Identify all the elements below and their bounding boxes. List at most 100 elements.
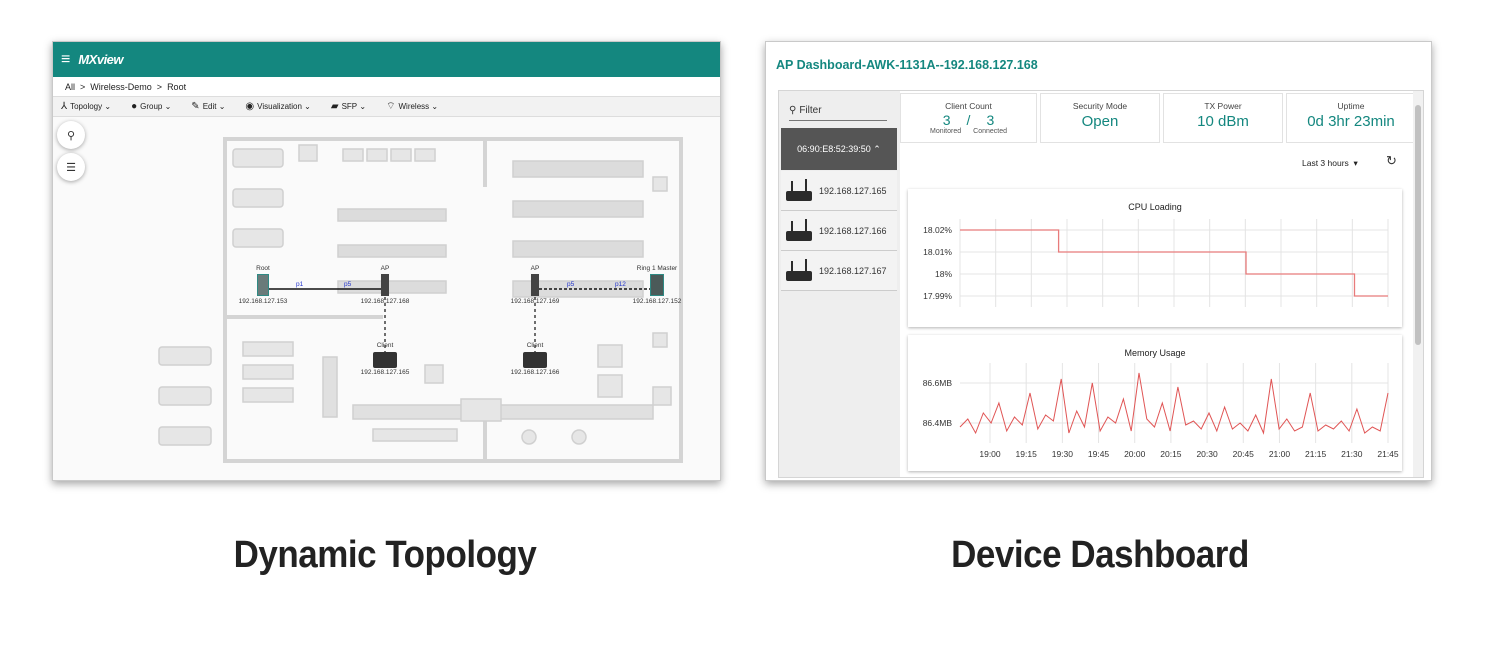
app-header: ≡ MXview (53, 42, 720, 77)
memory-series-line (959, 372, 1389, 435)
access-point-icon (531, 274, 539, 296)
dashboard-main: Client Count 3 / 3 Monitored Connected S… (900, 91, 1423, 477)
chevron-down-icon: ⌄ (359, 102, 367, 111)
list-item[interactable]: 192.168.127.166 (781, 211, 897, 251)
topology-canvas[interactable]: ⚲ ☰ Root 192.168.127.153 AP 192.168.127.… (53, 117, 720, 480)
monitored-count: 3 (942, 112, 951, 128)
search-button[interactable]: ⚲ (57, 121, 85, 149)
breadcrumb-all[interactable]: All (65, 81, 76, 92)
breadcrumb-root[interactable]: Root (167, 81, 187, 92)
refresh-icon[interactable]: ↻ (1386, 153, 1397, 168)
toolbar-edit[interactable]: ✎Edit ⌄ (191, 101, 225, 112)
x-tick-label: 21:15 (1305, 449, 1327, 459)
chart-title: Memory Usage (1124, 348, 1186, 358)
filter-settings-button[interactable]: ☰ (57, 153, 85, 181)
x-tick-label: 20:00 (1124, 449, 1146, 459)
node-ip: 192.168.127.153 (238, 298, 288, 305)
toolbar-label: Visualization (257, 102, 302, 111)
node-label: AP (380, 265, 390, 272)
chevron-down-icon: ⌄ (304, 102, 311, 111)
stat-tx-power: TX Power 10 dBm (1163, 93, 1283, 143)
list-item[interactable]: 192.168.127.167 (781, 251, 897, 291)
stat-uptime: Uptime 0d 3hr 23min (1286, 93, 1416, 143)
y-tick-label: 18.02% (923, 225, 952, 235)
access-point-icon (381, 274, 389, 296)
x-tick-label: 20:30 (1196, 449, 1218, 459)
breadcrumb-wireless-demo[interactable]: Wireless-Demo (90, 81, 152, 92)
x-tick-label: 19:30 (1052, 449, 1074, 459)
search-icon: ⚲ (66, 129, 76, 142)
list-item[interactable]: 192.168.127.165 (781, 171, 897, 211)
mac-group-header[interactable]: 06:90:E8:52:39:50 ⌃ (781, 128, 897, 170)
stat-security-mode: Security Mode Open (1040, 93, 1160, 143)
group-icon: ● (131, 101, 138, 112)
node-label: Root (256, 265, 270, 272)
node-client2[interactable]: Client 192.168.127.166 (505, 342, 565, 376)
node-ip: 192.168.127.165 (360, 369, 410, 376)
filter-placeholder: Filter (799, 105, 822, 116)
breadcrumb: All > Wireless-Demo > Root (53, 77, 720, 96)
client-list-panel: ⚲ Filter 06:90:E8:52:39:50 ⌃ 192.168.127… (779, 91, 899, 477)
wireless-client-icon (523, 352, 547, 368)
node-ip: 192.168.127.152 (632, 298, 682, 305)
node-ap2[interactable]: AP 192.168.127.169 (505, 265, 565, 305)
stat-value: Open (1081, 113, 1119, 130)
sliders-icon: ☰ (66, 161, 76, 174)
port-label: p12 (615, 281, 626, 288)
node-ring-master[interactable]: Ring 1 Master 192.168.127.152 (625, 265, 689, 305)
stat-client-count: Client Count 3 / 3 Monitored Connected (900, 93, 1037, 143)
y-tick-label: 18% (935, 269, 952, 279)
client-ip: 192.168.127.167 (819, 265, 887, 276)
caption-dynamic-topology: Dynamic Topology (233, 534, 537, 576)
stat-value: 10 dBm (1197, 113, 1249, 130)
toolbar-label: SFP (341, 102, 358, 111)
node-label: Client (526, 342, 544, 349)
topology-icon: ⅄ (61, 101, 68, 112)
topology-toolbar: ⅄Topology ⌄ ●Group ⌄ ✎Edit ⌄ ◉Visualizat… (53, 96, 720, 117)
filter-input[interactable]: ⚲ Filter (789, 101, 887, 121)
x-tick-label: 19:15 (1016, 449, 1038, 459)
toolbar-wireless[interactable]: ⌔Wireless ⌄ (386, 100, 438, 113)
node-ap1[interactable]: AP 192.168.127.168 (355, 265, 415, 305)
monitored-label: Monitored (930, 128, 962, 135)
port-label: p1 (296, 281, 304, 288)
scrollbar-thumb[interactable] (1415, 105, 1421, 345)
toolbar-label: Edit (202, 102, 217, 111)
wireless-device-icon (786, 258, 812, 281)
node-root[interactable]: Root 192.168.127.153 (233, 265, 293, 305)
pencil-icon: ✎ (191, 101, 200, 112)
caption-device-dashboard: Device Dashboard (951, 534, 1249, 576)
y-tick-label: 17.99% (923, 291, 952, 301)
switch-icon (257, 274, 269, 296)
toolbar-group[interactable]: ●Group ⌄ (131, 101, 171, 112)
toolbar-label: Wireless (398, 102, 430, 111)
port-label: p5 (344, 281, 352, 288)
scrollbar[interactable] (1413, 91, 1423, 477)
cpu-series-line (960, 229, 1388, 297)
eye-icon: ◉ (245, 101, 255, 112)
breadcrumb-separator: > (156, 81, 163, 92)
time-range-select[interactable]: Last 3 hours ▾ (1302, 158, 1358, 169)
menu-icon[interactable]: ≡ (61, 50, 71, 68)
chevron-up-icon: ⌃ (873, 143, 881, 154)
y-tick-label: 86.6MB (923, 378, 953, 388)
chevron-down-icon: ⌄ (431, 102, 439, 111)
chevron-down-icon: ⌄ (104, 102, 112, 111)
node-ip: 192.168.127.166 (510, 369, 560, 376)
toolbar-topology[interactable]: ⅄Topology ⌄ (61, 101, 111, 112)
x-tick-label: 19:45 (1088, 449, 1110, 459)
stat-label: Client Count (945, 101, 992, 111)
toolbar-sfp[interactable]: ▰SFP ⌄ (331, 101, 366, 112)
node-label: AP (530, 265, 540, 272)
toolbar-visualization[interactable]: ◉Visualization ⌄ (245, 101, 310, 112)
stat-label: Security Mode (1072, 101, 1128, 111)
node-ip: 192.168.127.168 (360, 298, 410, 305)
node-client1[interactable]: Client 192.168.127.165 (355, 342, 415, 376)
x-tick-label: 19:00 (979, 449, 1001, 459)
x-tick-label: 21:30 (1341, 449, 1363, 459)
node-label: Client (376, 342, 394, 349)
toolbar-label: Group (140, 102, 163, 111)
breadcrumb-separator: > (80, 81, 86, 92)
toolbar-label: Topology (70, 102, 103, 111)
